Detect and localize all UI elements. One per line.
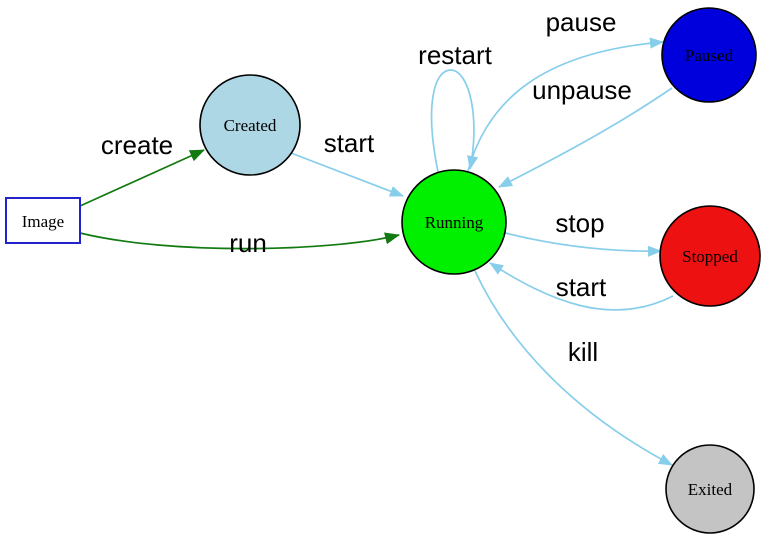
edge-run-arrow (79, 232, 401, 250)
edge-kill-label: kill (568, 337, 598, 367)
edge-start-from-stopped-arrow (489, 262, 674, 311)
node-paused-circle (661, 7, 757, 103)
node-image-box (5, 197, 81, 244)
node-running-circle (401, 169, 507, 275)
node-paused-label: Paused (685, 46, 734, 65)
edge-kill-arrow (474, 270, 673, 466)
edge-pause-arrow (467, 37, 664, 172)
edge-create-arrow (79, 149, 205, 207)
edge-start-from-stopped-label: start (556, 272, 607, 302)
edge-stop-arrow (504, 232, 662, 257)
edge-unpause-label: unpause (532, 75, 632, 105)
edge-create-label: create (101, 130, 173, 160)
node-image-label: Image (22, 212, 64, 231)
node-stopped-circle (659, 205, 761, 307)
edge-unpause-arrow (498, 87, 673, 188)
node-stopped-label: Stopped (682, 247, 738, 266)
edge-restart-label: restart (418, 40, 492, 70)
node-running-label: Running (425, 213, 484, 232)
edge-start-from-created-arrow (290, 152, 404, 197)
node-created-circle (199, 74, 301, 176)
edge-start-from-created-label: start (324, 128, 375, 158)
node-exited-label: Exited (688, 480, 733, 499)
edge-stop-label: stop (555, 208, 604, 238)
edge-restart-self-loop-arrow (430, 69, 479, 173)
edge-pause-label: pause (546, 7, 617, 37)
edge-run-label: run (229, 228, 267, 258)
node-exited-circle (665, 444, 755, 534)
node-created-label: Created (224, 116, 277, 135)
